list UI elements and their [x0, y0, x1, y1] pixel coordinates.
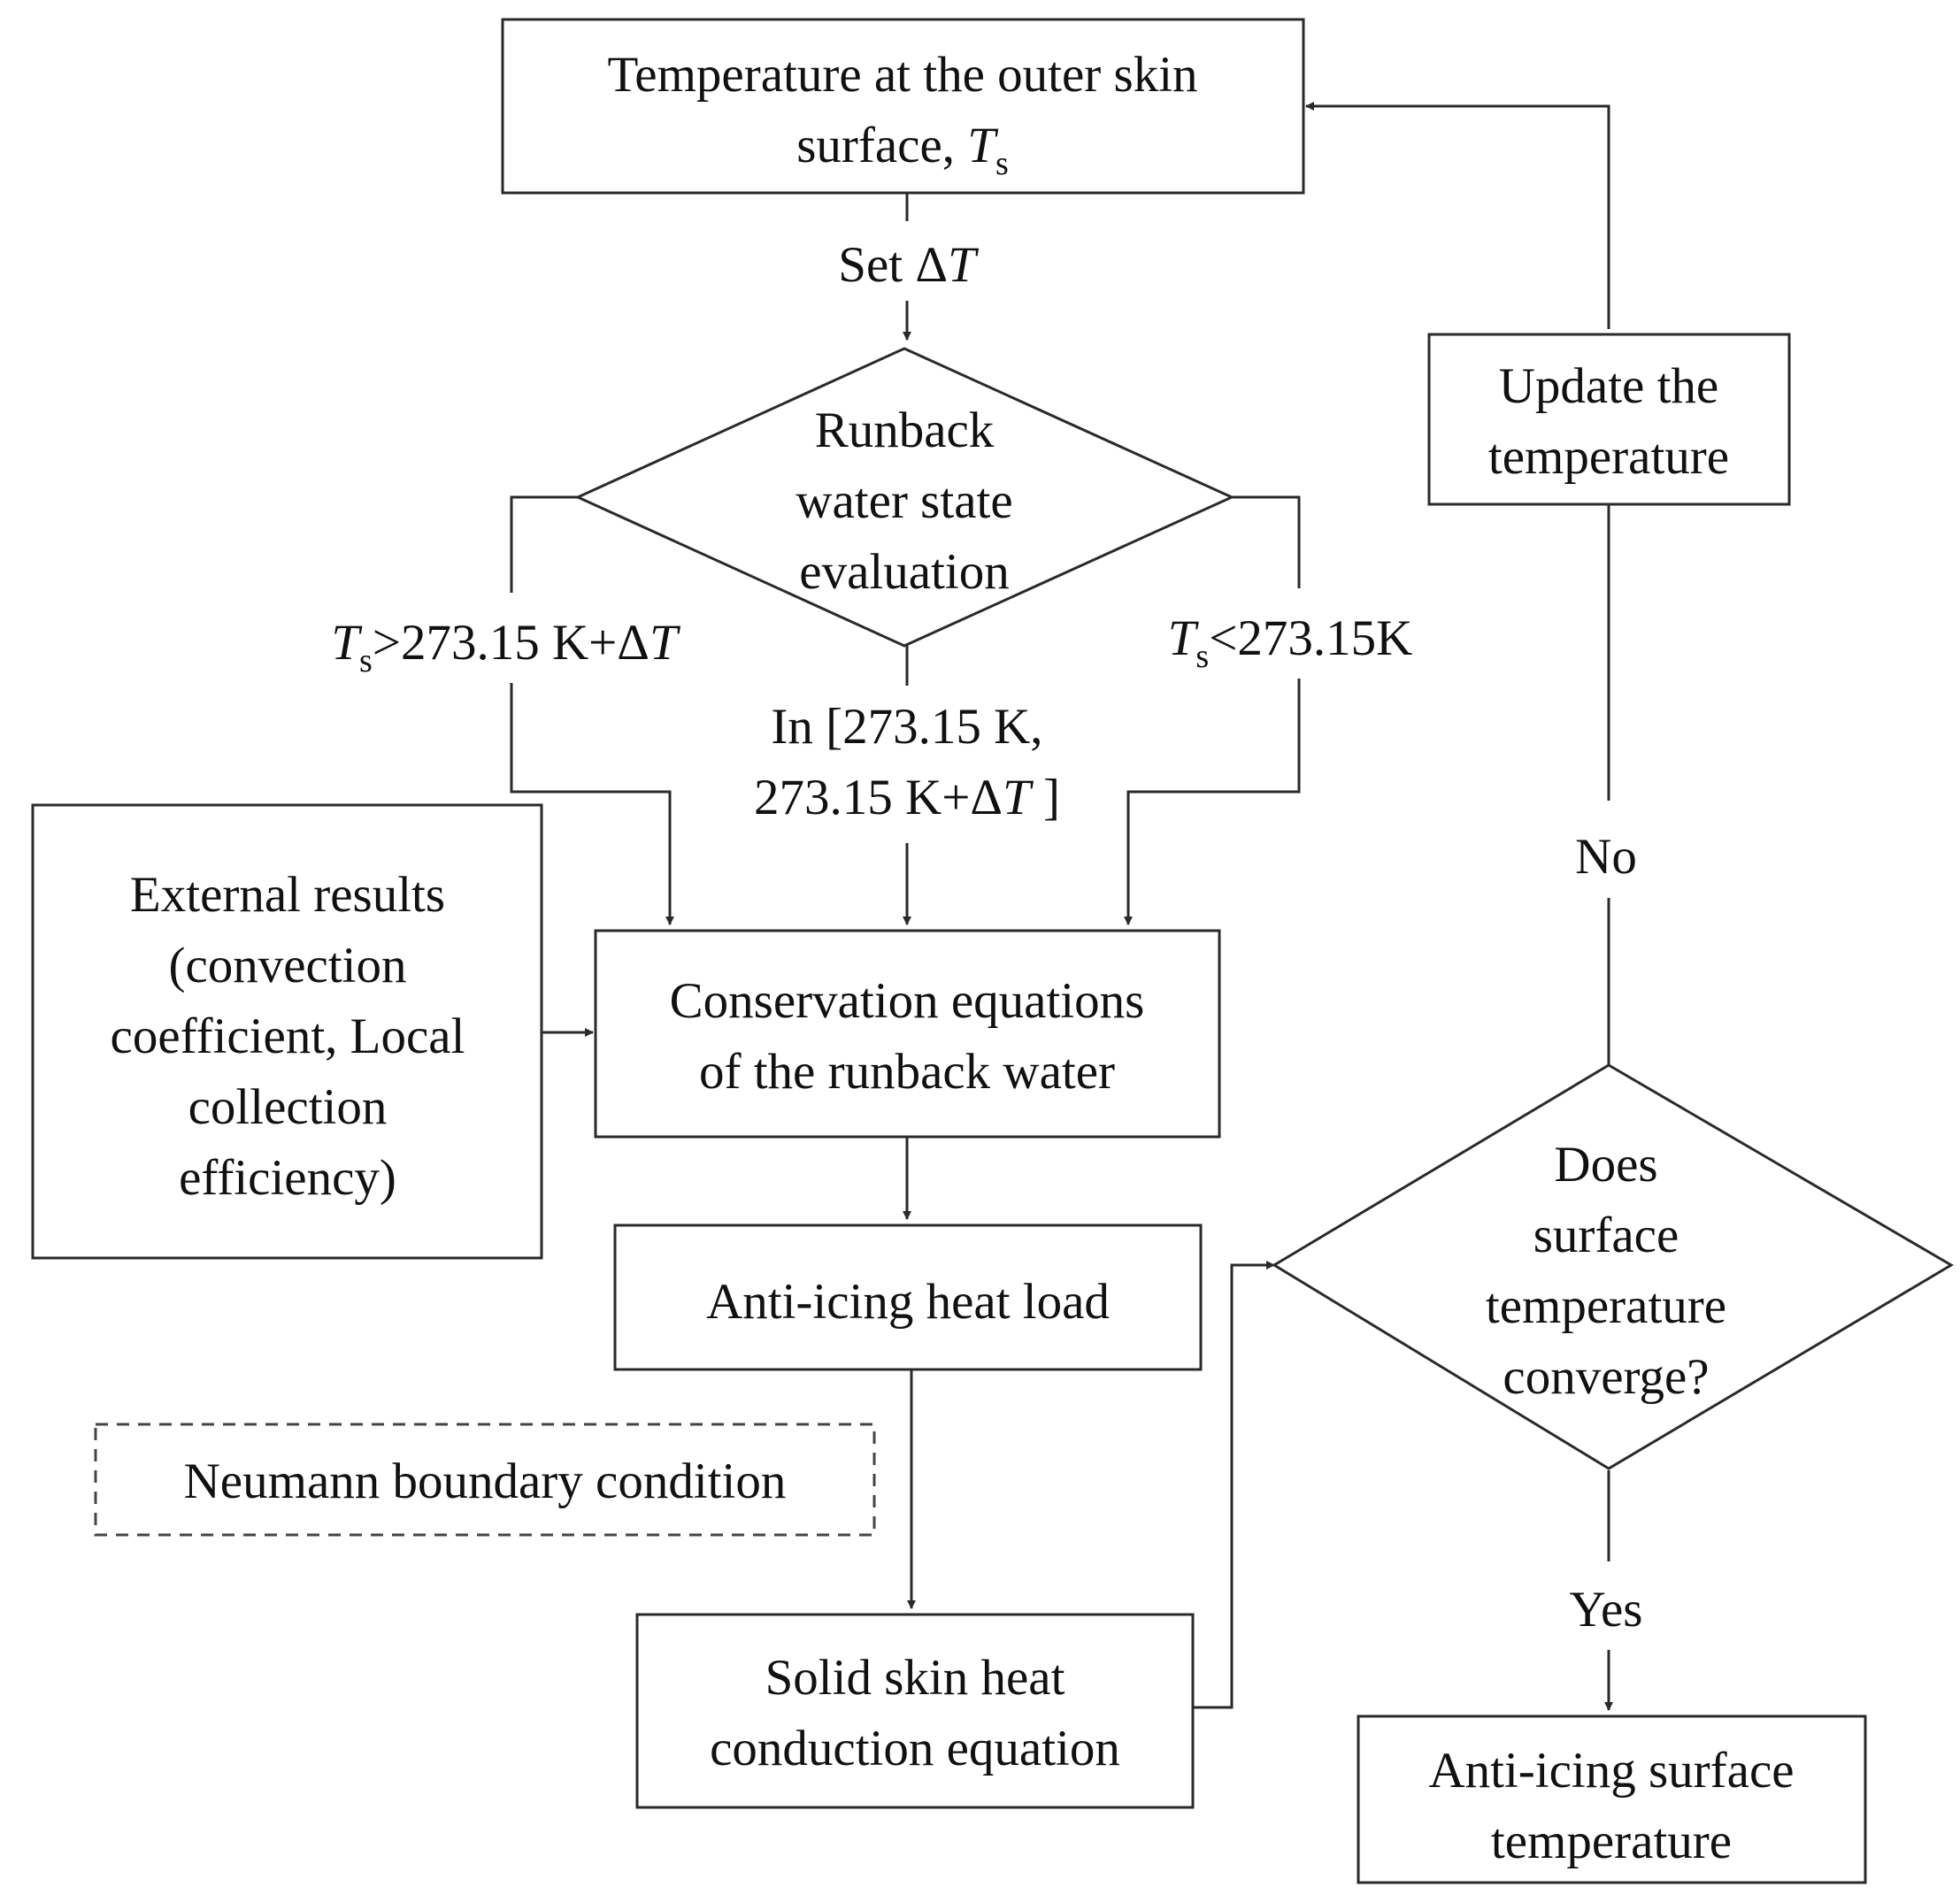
anti-icing-surface-temperature-box: Anti-icing surface temperature	[1357, 1714, 1867, 1884]
set-delta-t-label: Set ΔT	[770, 221, 1046, 301]
connector-solid-skin-to-converge	[1193, 1261, 1275, 1709]
svg-text:temperature: temperature	[1486, 1278, 1726, 1334]
svg-text:Neumann boundary condition: Neumann boundary condition	[184, 1454, 787, 1509]
svg-text:Ts<273.15K: Ts<273.15K	[1168, 610, 1413, 675]
update-temperature-box: Update the temperature	[1427, 333, 1791, 506]
svg-text:Does: Does	[1554, 1137, 1657, 1193]
svg-text:273.15 K+ΔT ]: 273.15 K+ΔT ]	[754, 770, 1060, 825]
svg-text:collection: collection	[188, 1079, 388, 1135]
svg-text:No: No	[1575, 829, 1637, 885]
svg-text:coefficient, Local: coefficient, Local	[111, 1009, 465, 1064]
svg-text:Set ΔT: Set ΔT	[838, 237, 980, 293]
svg-text:Ts>273.15 K+ΔT: Ts>273.15 K+ΔT	[331, 615, 681, 679]
svg-text:efficiency): efficiency)	[179, 1150, 396, 1206]
no-label: No	[1533, 801, 1683, 898]
svg-text:Anti-icing surface: Anti-icing surface	[1428, 1743, 1794, 1799]
svg-text:Yes: Yes	[1570, 1582, 1643, 1638]
connector-branch-below	[1124, 495, 1301, 925]
svg-text:evaluation: evaluation	[799, 544, 1009, 600]
connector-update-to-top	[1305, 102, 1610, 329]
anti-icing-heat-load-box: Anti-icing heat load	[613, 1223, 1203, 1371]
svg-text:Anti-icing heat load: Anti-icing heat load	[706, 1274, 1110, 1330]
svg-text:water state: water state	[796, 473, 1012, 529]
svg-text:temperature: temperature	[1491, 1814, 1732, 1869]
branch-label-in-range: In [273.15 K, 273.15 K+ΔT ]	[717, 686, 1097, 843]
svg-text:In [273.15 K,: In [273.15 K,	[771, 699, 1042, 755]
solid-skin-conduction-box: Solid skin heat conduction equation	[635, 1613, 1195, 1809]
svg-text:Solid skin heat: Solid skin heat	[765, 1650, 1065, 1706]
svg-text:surface: surface	[1533, 1208, 1679, 1263]
outer-skin-temperature-line2: surface, Ts	[796, 118, 1009, 182]
svg-text:of the runback water: of the runback water	[699, 1044, 1115, 1100]
svg-text:Update the: Update the	[1499, 358, 1718, 414]
svg-text:converge?: converge?	[1503, 1349, 1709, 1405]
conservation-equations-box: Conservation equations of the runback wa…	[594, 929, 1221, 1139]
svg-text:External results: External results	[130, 867, 445, 923]
branch-label-below-range: Ts<273.15K	[1066, 588, 1531, 679]
outer-skin-temperature-box: Temperature at the outer skin surface, T…	[501, 18, 1305, 195]
svg-text:Runback: Runback	[815, 403, 995, 458]
svg-text:(convection: (convection	[168, 938, 406, 993]
yes-label: Yes	[1524, 1561, 1692, 1650]
connector-branch-above	[510, 495, 674, 925]
runback-water-state-decision: Runback water state evaluation	[574, 347, 1235, 648]
neumann-boundary-condition-box: Neumann boundary condition	[94, 1423, 876, 1537]
svg-text:Conservation equations: Conservation equations	[670, 973, 1145, 1029]
surface-temperature-converge-decision: Does surface temperature converge?	[1272, 1063, 1954, 1470]
branch-label-above-range: Ts>273.15 K+ΔT	[274, 593, 739, 683]
outer-skin-temperature-line1: Temperature at the outer skin	[607, 47, 1197, 103]
svg-text:temperature: temperature	[1488, 429, 1729, 485]
svg-text:conduction equation: conduction equation	[710, 1721, 1120, 1776]
external-results-box: External results (convection coefficient…	[31, 803, 543, 1260]
